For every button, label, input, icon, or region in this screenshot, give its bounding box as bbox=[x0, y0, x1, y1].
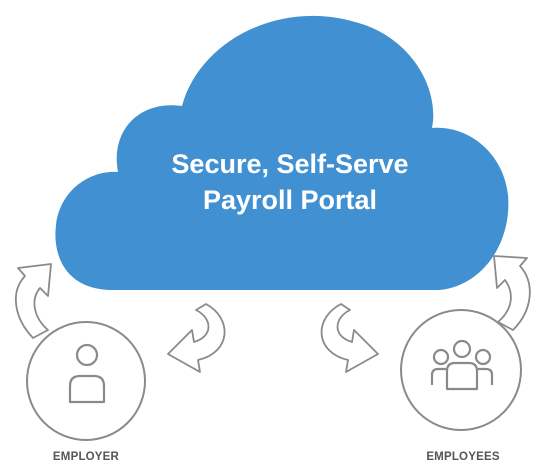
portal-title-line2: Payroll Portal bbox=[202, 185, 378, 215]
arrow-cloud-to-employer-icon bbox=[167, 303, 226, 373]
employees-node bbox=[400, 309, 522, 431]
portal-title: Secure, Self-Serve Payroll Portal bbox=[105, 146, 475, 218]
group-icon bbox=[430, 339, 494, 391]
arrow-employer-to-cloud-icon bbox=[15, 263, 52, 339]
cloud-shape bbox=[55, 15, 509, 290]
employer-node bbox=[26, 321, 146, 441]
arrow-employees-to-cloud-icon bbox=[493, 255, 531, 331]
person-icon bbox=[68, 343, 106, 404]
employer-circle bbox=[26, 321, 146, 441]
employer-label: EMPLOYER bbox=[52, 451, 120, 463]
arrow-cloud-to-employees-icon bbox=[320, 303, 379, 373]
employees-label: EMPLOYEES bbox=[426, 451, 500, 463]
employees-circle bbox=[400, 309, 522, 431]
portal-title-line1: Secure, Self-Serve bbox=[171, 149, 409, 179]
